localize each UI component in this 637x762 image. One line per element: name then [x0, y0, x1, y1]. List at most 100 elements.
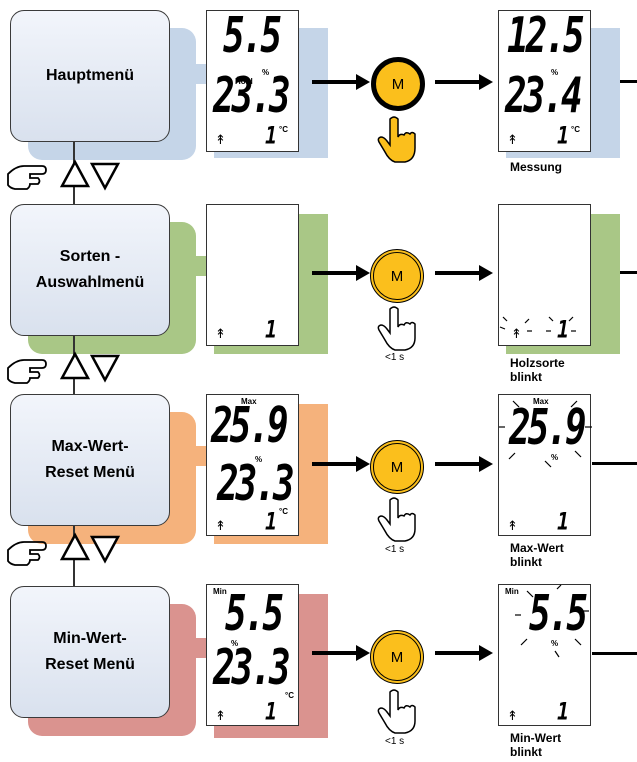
- sorten-box[interactable]: Sorten - Auswahlmenü: [10, 204, 170, 336]
- celsius-unit: °C: [279, 125, 288, 134]
- sorten-display: ↟ 1: [206, 204, 299, 346]
- species-count: 1: [265, 314, 278, 344]
- tree-icon: ↟: [215, 326, 226, 341]
- percent-unit: %: [551, 453, 559, 462]
- max-label: Max: [533, 397, 549, 406]
- min-box[interactable]: Min-Wert- Reset Menü: [10, 586, 170, 718]
- celsius-unit: °C: [571, 125, 580, 134]
- tree-icon: ↟: [215, 518, 226, 533]
- species-count: 1: [557, 120, 570, 150]
- holzsorte-caption: Holzsorte blinkt: [510, 356, 565, 384]
- species-count: 1: [557, 506, 570, 536]
- arrow-right-3b: [435, 456, 493, 472]
- triangle-up-icon: [59, 532, 91, 561]
- hauptmenu-title: Hauptmenü: [46, 67, 134, 84]
- percent-unit: %: [231, 639, 239, 648]
- species-count: 1: [557, 314, 570, 344]
- pointing-hand-outline-icon: [377, 306, 416, 351]
- humidity-value: 12.5: [507, 8, 585, 65]
- tree-icon: ↟: [507, 518, 518, 533]
- arrow-right-2b: [435, 265, 493, 281]
- hand-pointing-right-icon: [7, 165, 47, 190]
- m-button-label: M: [390, 267, 404, 285]
- m-button-label: M: [391, 75, 405, 93]
- arrow-right-3a: [312, 456, 370, 472]
- hold-label: Hold: [235, 77, 253, 86]
- max-value: 25.9: [509, 400, 587, 457]
- celsius-unit: °C: [279, 507, 288, 516]
- temperature-value: 23.3: [217, 456, 295, 513]
- press-duration: <1 s: [385, 544, 405, 555]
- max-display: Max 25.9 % 23.3 °C ↟ 1: [206, 394, 299, 536]
- species-count: 1: [265, 120, 278, 150]
- temperature-value: 23.3: [213, 68, 291, 125]
- species-count: 1: [557, 696, 570, 726]
- temperature-value: 23.4: [505, 68, 583, 125]
- maxwert-display: Max 25.9 % ↟ 1: [498, 394, 592, 536]
- arrow-right-2a: [312, 265, 370, 281]
- blink-rays-icon: [499, 400, 592, 468]
- sorten-connector: [168, 256, 212, 276]
- row2-exit-line: [620, 271, 637, 274]
- row1-exit-line: [620, 80, 637, 83]
- messung-caption: Messung: [510, 160, 563, 174]
- minwert-display: Min 5.5 % ↟ 1: [498, 584, 591, 726]
- holzsorte-display: ↟ 1: [498, 204, 591, 346]
- hand-pointing-right-icon: [7, 359, 47, 384]
- hand-pointing-right-icon: [7, 541, 47, 566]
- pointing-hand-outline-icon: [377, 497, 416, 542]
- tree-icon: ↟: [511, 326, 522, 341]
- pointing-hand-outline-icon: [377, 689, 416, 734]
- tree-icon: ↟: [215, 708, 226, 723]
- max-label: Max: [241, 397, 257, 406]
- arrow-right-1b: [435, 74, 493, 90]
- max-value: 25.9: [211, 398, 289, 455]
- triangle-down-icon: [89, 535, 121, 564]
- triangle-down-icon: [89, 354, 121, 383]
- row4-exit-line: [592, 652, 637, 655]
- triangle-up-icon: [59, 159, 91, 188]
- temperature-value: 23.3: [213, 640, 291, 697]
- triangle-down-icon: [89, 162, 121, 191]
- max-connector: [168, 446, 212, 466]
- press-duration: <1 s: [385, 352, 405, 363]
- tree-icon: ↟: [215, 132, 226, 147]
- press-duration: <1 s: [385, 736, 405, 747]
- m-button-pressed[interactable]: M: [371, 57, 425, 111]
- blink-rays-icon: [515, 584, 589, 658]
- min-value: 5.5: [225, 586, 284, 643]
- arrow-right-4b: [435, 645, 493, 661]
- min-label: Min: [213, 587, 227, 596]
- min-value: 5.5: [529, 586, 588, 643]
- min-title: Min-Wert- Reset Menü: [45, 630, 135, 673]
- min-connector: [168, 638, 212, 658]
- m-button[interactable]: M: [370, 630, 424, 684]
- pointing-hand-icon: [377, 116, 416, 163]
- row3-exit-line: [592, 462, 637, 465]
- max-title: Max-Wert- Reset Menü: [45, 438, 135, 481]
- celsius-unit: °C: [285, 691, 294, 700]
- triangle-up-icon: [59, 351, 91, 380]
- tree-icon: ↟: [507, 708, 518, 723]
- species-count: 1: [265, 696, 278, 726]
- max-box[interactable]: Max-Wert- Reset Menü: [10, 394, 170, 526]
- sorten-title: Sorten - Auswahlmenü: [35, 248, 145, 291]
- hauptmenu-display: 5.5 % Hold 23.3 °C ↟ 1: [206, 10, 299, 152]
- species-count: 1: [265, 506, 278, 536]
- m-button[interactable]: M: [370, 440, 424, 494]
- percent-unit: %: [255, 455, 263, 464]
- tree-icon: ↟: [507, 132, 518, 147]
- percent-unit: %: [551, 639, 559, 648]
- m-button-label: M: [390, 458, 404, 476]
- hauptmenu-box[interactable]: Hauptmenü: [10, 10, 170, 142]
- hauptmenu-connector: [168, 64, 212, 84]
- arrow-right-1a: [312, 74, 370, 90]
- humidity-value: 5.5: [223, 8, 282, 65]
- min-label: Min: [505, 587, 519, 596]
- minwert-caption: Min-Wert blinkt: [510, 731, 562, 759]
- percent-unit: %: [262, 68, 270, 77]
- m-button[interactable]: M: [370, 249, 424, 303]
- percent-unit: %: [551, 68, 559, 77]
- arrow-right-4a: [312, 645, 370, 661]
- messung-display: 12.5 % 23.4 °C ↟ 1: [498, 10, 591, 152]
